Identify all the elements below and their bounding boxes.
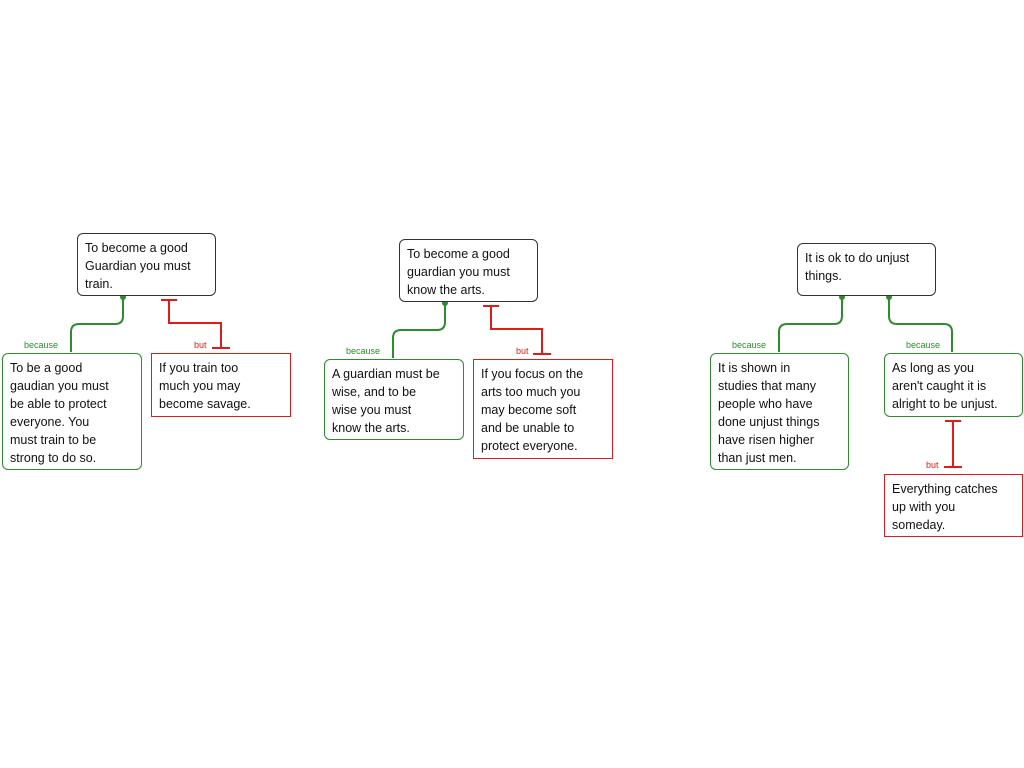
reason-box-guardian-wise[interactable]: A guardian must be wise, and to be wise … xyxy=(324,359,464,440)
reason-box-not-caught[interactable]: As long as you aren't caught it is alrig… xyxy=(884,353,1023,417)
because-label: because xyxy=(732,340,767,350)
objection-box-become-soft[interactable]: If you focus on the arts too much you ma… xyxy=(473,359,613,459)
because-connector xyxy=(778,296,843,352)
because-label: because xyxy=(346,346,381,356)
because-label: because xyxy=(906,340,941,350)
because-label: because xyxy=(24,340,59,350)
but-label: but xyxy=(516,346,529,356)
but-label: but xyxy=(194,340,207,350)
but-connector xyxy=(490,306,543,354)
because-connector xyxy=(392,302,446,358)
because-connector xyxy=(70,296,124,352)
claim-box-unjust-things[interactable]: It is ok to do unjust things. xyxy=(797,243,936,296)
claim-box-know-arts[interactable]: To become a good guardian you must know … xyxy=(399,239,538,302)
objection-box-become-savage[interactable]: If you train too much you may become sav… xyxy=(151,353,291,417)
because-connector xyxy=(888,296,953,352)
claim-box-guardian-train[interactable]: To become a good Guardian you must train… xyxy=(77,233,216,296)
objection-box-catches-up[interactable]: Everything catches up with you someday. xyxy=(884,474,1023,537)
but-connector xyxy=(168,300,222,348)
reason-box-studies[interactable]: It is shown in studies that many people … xyxy=(710,353,849,470)
but-label: but xyxy=(926,460,939,470)
reason-box-protect-everyone[interactable]: To be a good gaudian you must be able to… xyxy=(2,353,142,470)
